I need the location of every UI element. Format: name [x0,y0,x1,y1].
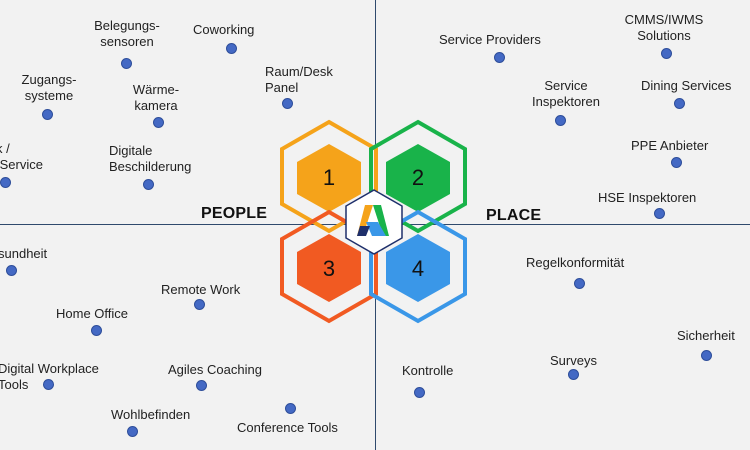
label-conference-tools: Conference Tools [237,420,338,435]
dot-home-office [91,325,102,336]
label-dining-services: Dining Services [641,78,732,93]
label-digital-workplace: Digital Workplace Tools [0,361,99,392]
dot-coworking [226,43,237,54]
dot-ppe-anbieter [671,157,682,168]
label-service-providers: Service Providers [439,32,541,47]
hexagon-4 [386,234,450,302]
logo-a-icon [345,189,403,255]
dot-digitale-beschilderung [143,179,154,190]
label-waermekamera: Wärme- kamera [132,82,180,113]
dot-service-providers [494,52,505,63]
label-agiles-coaching: Agiles Coaching [168,362,262,377]
label-desk-service: k / Service [0,141,43,172]
label-ppe-anbieter: PPE Anbieter [631,138,709,153]
dot-wohlbefinden [127,426,138,437]
people-title: PEOPLE [201,205,268,222]
hexagon-2-number: 2 [412,165,424,190]
dot-service-inspektoren [555,115,566,126]
dot-cmms-iwms [661,48,672,59]
label-zugangssysteme: Zugangs- systeme [21,72,77,103]
dot-conference-tools [285,403,296,414]
dot-zugangssysteme [42,109,53,120]
dot-regelkonformitaet [574,278,585,289]
label-kontrolle: Kontrolle [402,363,454,378]
label-sicherheit: Sicherheit [677,328,735,343]
label-belegungssensoren: Belegungs- sensoren [94,18,160,49]
dot-hse-inspektoren [654,208,665,219]
label-home-office: Home Office [56,306,129,321]
hexagon-4-number: 4 [412,256,424,281]
label-cmms-iwms: CMMS/IWMS Solutions [624,12,704,43]
dot-waermekamera [153,117,164,128]
hexagon-2-outline [369,119,467,234]
label-digitale-beschilderung: Digitale Beschilderung [109,143,192,174]
dot-agiles-coaching [196,380,207,391]
label-service-inspektoren: Service Inspektoren [532,78,600,109]
hexagon-3-number: 3 [323,256,335,281]
label-coworking: Coworking [193,22,255,37]
dot-dining-services [674,98,685,109]
hexagon-1-outline [280,119,378,234]
dot-kontrolle [414,387,425,398]
hexagon-2 [386,144,450,212]
dot-desk-service [0,177,11,188]
label-remote-work: Remote Work [161,282,241,297]
label-wohlbefinden: Wohlbefinden [111,407,191,422]
label-raum-desk-panel: Raum/Desk Panel [265,64,333,95]
hexagon-1-number: 1 [323,165,335,190]
label-hse-inspektoren: HSE Inspektoren [598,190,697,205]
label-gesundheit: sundheit [0,246,48,261]
dot-digital-workplace [43,379,54,390]
hexagon-1 [297,144,361,212]
dot-surveys [568,369,579,380]
hexagon-3 [297,234,361,302]
dot-raum-desk-panel [282,98,293,109]
dot-remote-work [194,299,205,310]
dot-sicherheit [701,350,712,361]
place-title: PLACE [486,207,542,224]
label-regelkonformitaet: Regelkonformität [526,255,625,270]
dot-belegungssensoren [121,58,132,69]
dot-gesundheit [6,265,17,276]
label-surveys: Surveys [550,353,597,368]
